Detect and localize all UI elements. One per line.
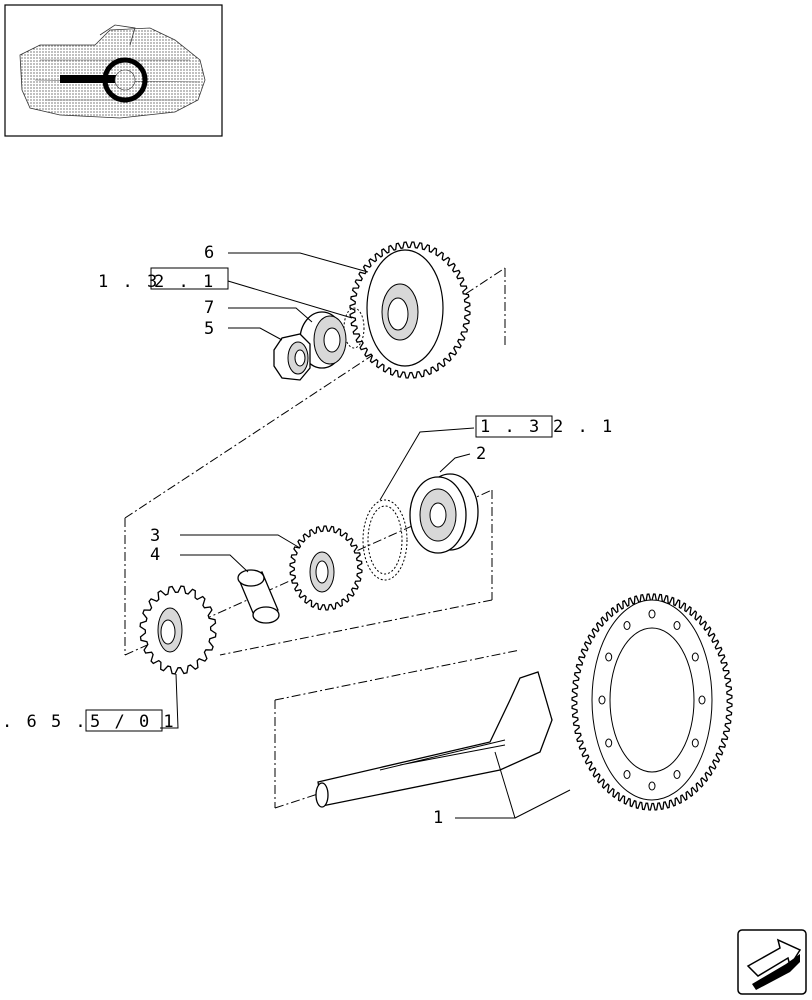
- part-2-bearing[interactable]: [409, 473, 479, 554]
- locator-thumbnail[interactable]: [4, 4, 223, 137]
- next-page-arrow-icon[interactable]: [737, 929, 807, 995]
- bolt-hole: [623, 621, 631, 630]
- leader-lines: [160, 252, 571, 819]
- bolt-hole: [605, 738, 613, 748]
- callout-labels: 6 7 5 2 3 4 1: [150, 243, 486, 828]
- ref-top-boxed: 2 . 1: [154, 272, 215, 292]
- part-1-ring-gear[interactable]: [571, 593, 733, 811]
- ref-top[interactable]: 1 . 3 2 . 1: [98, 267, 229, 292]
- ref-left[interactable]: . 6 5 . 5 / 0 1: [2, 709, 176, 732]
- part-1-shaft[interactable]: [315, 671, 553, 808]
- snap-ring-middle[interactable]: [362, 499, 408, 581]
- ref-mid-suffix: 2 . 1: [553, 417, 614, 437]
- ref-left-prefix: . 6 5 .: [2, 712, 88, 732]
- callout-7: 7: [204, 298, 214, 318]
- ref-top-prefix: 1 . 3: [98, 272, 159, 292]
- part-5-nut[interactable]: [273, 333, 311, 381]
- bolt-hole: [605, 652, 613, 662]
- callout-3: 3: [150, 526, 160, 546]
- bolt-hole: [623, 770, 631, 779]
- ref-mid-boxed: 1 . 3: [480, 417, 541, 437]
- bolt-hole: [691, 738, 699, 748]
- bolt-hole: [648, 609, 656, 619]
- callout-4: 4: [150, 545, 160, 565]
- group-boundary-lower: [274, 649, 521, 809]
- part-3-gear[interactable]: [289, 525, 363, 611]
- ref-mid[interactable]: 1 . 3 2 . 1: [475, 415, 614, 438]
- callout-5: 5: [204, 319, 214, 339]
- bolt-hole: [691, 652, 699, 662]
- bolt-hole: [673, 621, 681, 630]
- callout-2: 2: [476, 444, 486, 464]
- bolt-hole: [648, 781, 656, 791]
- part-7-bearing[interactable]: [299, 311, 347, 369]
- callout-6: 6: [204, 243, 214, 263]
- transmission-sketch: [19, 24, 206, 119]
- bolt-hole: [673, 770, 681, 779]
- part-6-gear[interactable]: [349, 241, 471, 379]
- ref-left-boxed: 5 / 0 1: [90, 712, 176, 732]
- callout-1: 1: [433, 808, 443, 828]
- bolt-hole: [598, 695, 606, 705]
- part-4-sleeve[interactable]: [232, 569, 280, 624]
- left-spur-gear[interactable]: [139, 585, 217, 675]
- bolt-hole: [698, 695, 706, 705]
